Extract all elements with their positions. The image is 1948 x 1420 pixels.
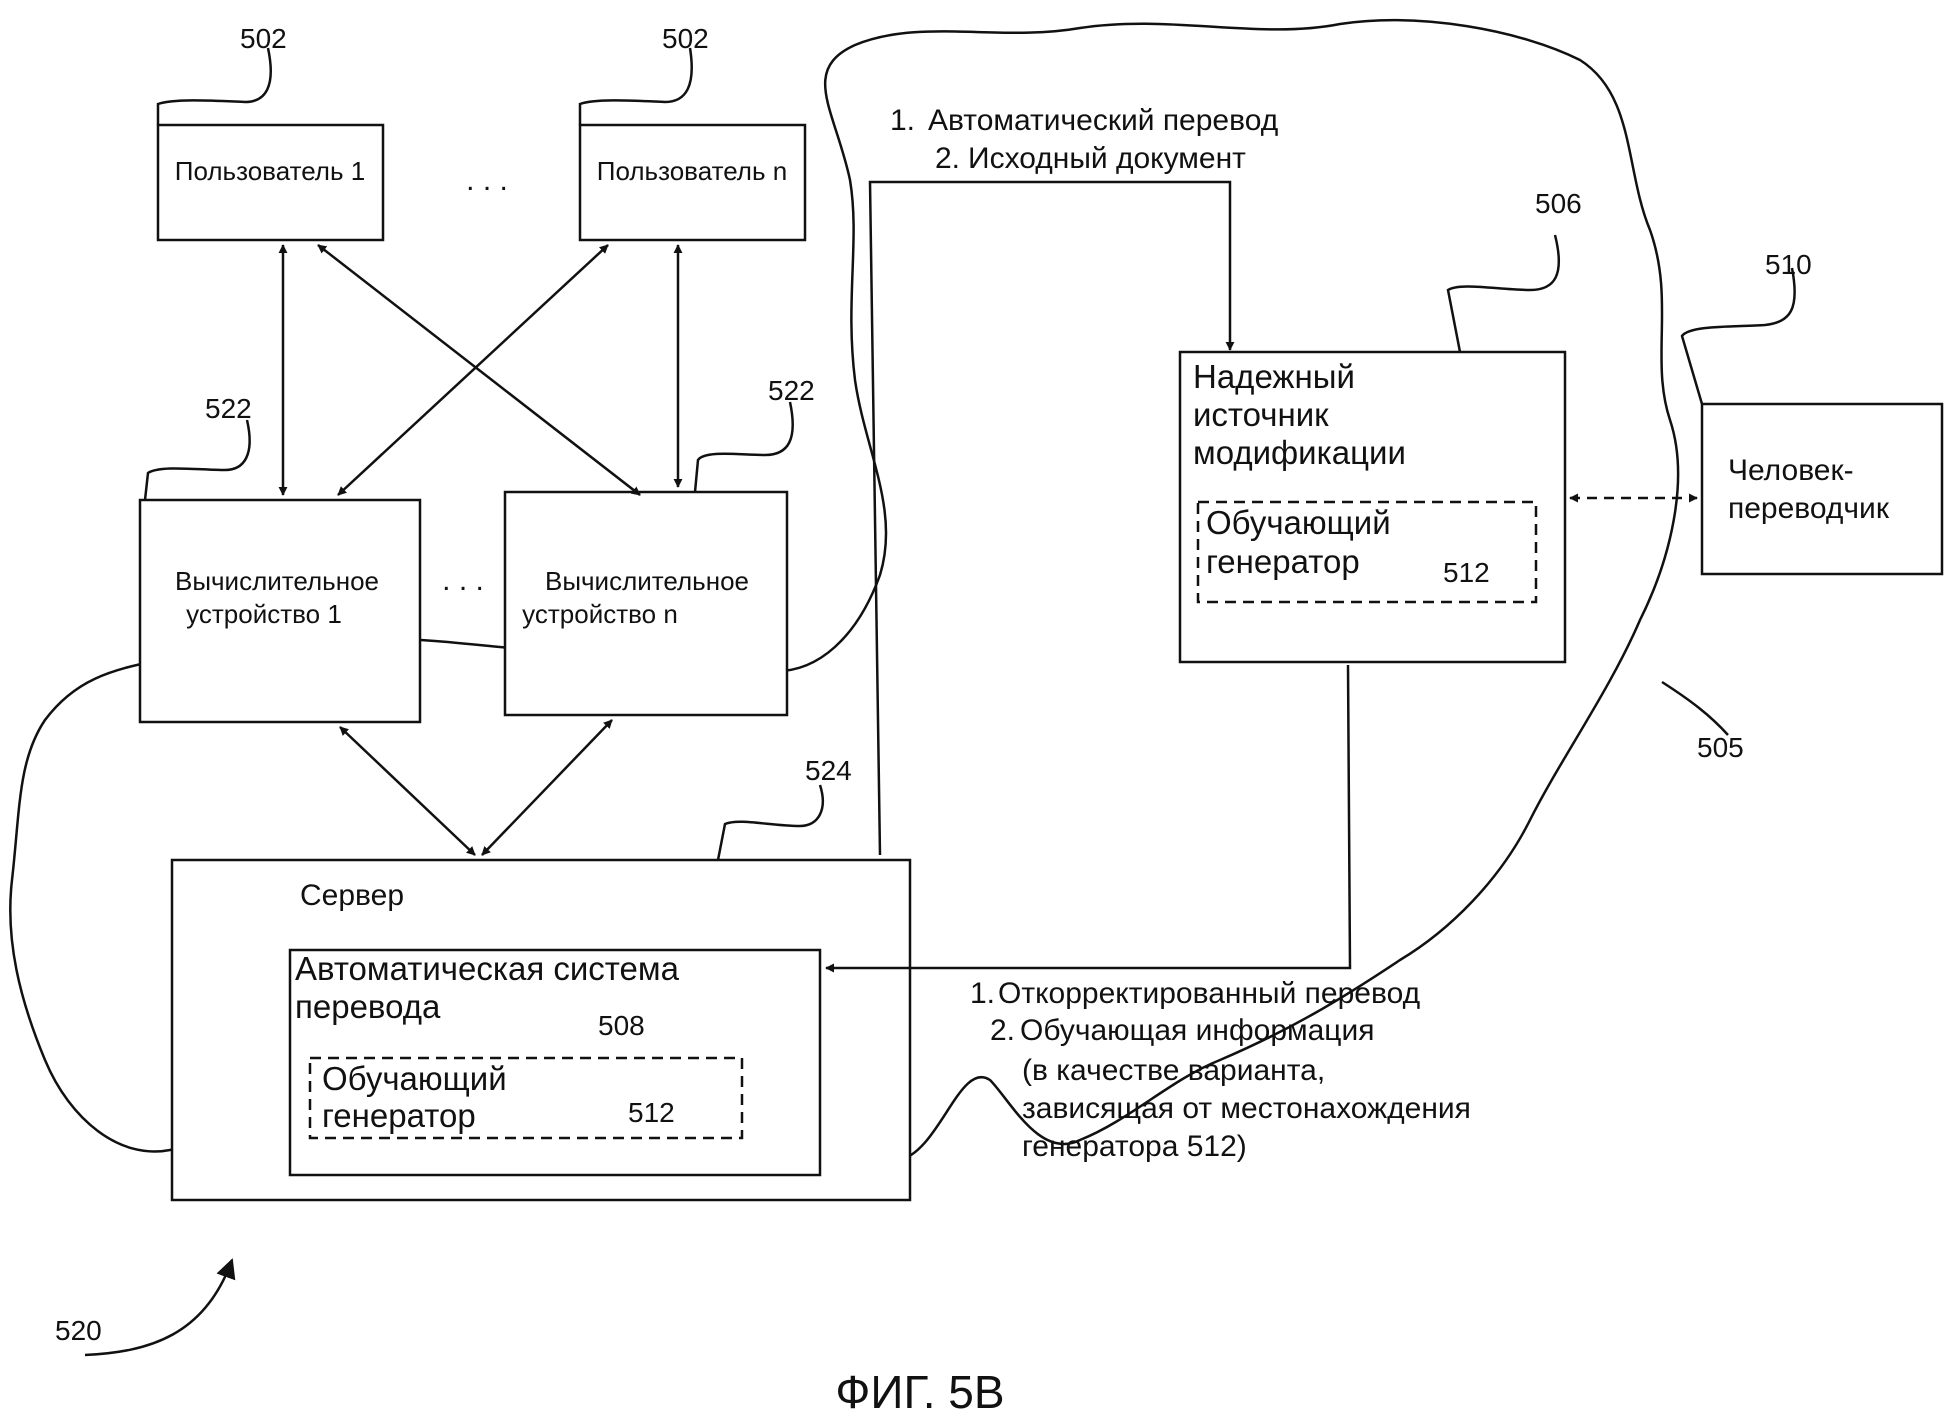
server-generator-box	[308, 1056, 744, 1140]
ref-510-translator: 510	[1765, 249, 1812, 280]
ref-502-usern: 502	[662, 23, 709, 54]
trusted-source-label-line1: Надежный	[1193, 358, 1355, 395]
user-n-box	[578, 123, 807, 242]
server-generator-label-line1: Обучающий	[322, 1060, 507, 1097]
bottom-flow-note-line2: зависящая от местонахождения	[1022, 1092, 1471, 1125]
ref-522-devicen: 522	[768, 375, 815, 406]
leader-524	[716, 784, 825, 861]
arrow-server-to-trusted-source	[868, 180, 1235, 856]
leader-520	[84, 1258, 236, 1357]
trusted-source-box	[1178, 350, 1567, 664]
user-n-label: Пользователь n	[597, 156, 787, 186]
ref-505-cloud: 505	[1697, 732, 1744, 763]
trusted-source-label-line3: модификации	[1193, 434, 1406, 471]
human-translator-box	[1700, 402, 1944, 576]
top-flow-item1-text: Автоматический перевод	[928, 104, 1278, 137]
ref-522-device1: 522	[205, 393, 252, 424]
device-1-label-line1: Вычислительное	[175, 566, 379, 596]
leader-522a	[143, 419, 251, 501]
leader-510	[1680, 267, 1796, 405]
device-1-label-line2: устройство 1	[186, 599, 342, 629]
leader-506	[1446, 234, 1560, 353]
human-translator-label-line2: переводчик	[1728, 492, 1890, 525]
ref-506-trusted-source: 506	[1535, 188, 1582, 219]
bottom-flow-item1-num: 1.	[970, 977, 995, 1010]
device-1-box	[138, 498, 422, 724]
devices-ellipsis: . . .	[442, 564, 484, 597]
trusted-generator-ref: 512	[1443, 557, 1490, 588]
trusted-source-label-line2: источник	[1193, 396, 1329, 433]
leader-505	[1661, 680, 1729, 736]
server-label: Сервер	[300, 879, 404, 912]
human-translator-label-line1: Человек-	[1728, 454, 1854, 487]
arrow-trusted-source-to-mt-system	[825, 664, 1352, 973]
bottom-flow-item2-num: 2.	[990, 1014, 1015, 1047]
figure-caption: ФИГ. 5B	[835, 1366, 1004, 1418]
user-1-box	[156, 123, 385, 242]
trusted-generator-box	[1196, 500, 1538, 604]
trusted-generator-label-line1: Обучающий	[1206, 504, 1391, 541]
arrow-usern-device1	[337, 244, 609, 496]
users-ellipsis: . . .	[466, 164, 508, 197]
arrow-device1-server	[339, 726, 476, 856]
device-n-box	[503, 490, 789, 717]
arrow-user1-devicen	[317, 244, 641, 496]
mt-system-label-line2: перевода	[295, 988, 441, 1025]
top-flow-item2-num: 2.	[935, 142, 960, 175]
top-flow-item1-num: 1.	[890, 104, 915, 137]
ref-524-server: 524	[805, 755, 852, 786]
bottom-flow-item1-text: Откорректированный перевод	[998, 977, 1420, 1010]
bottom-flow-note-line3: генератора 512)	[1022, 1130, 1247, 1163]
bottom-flow-item2-text: Обучающая информация	[1020, 1014, 1375, 1047]
mt-system-ref: 508	[598, 1010, 645, 1041]
ref-502-user1: 502	[240, 23, 287, 54]
leader-522b	[693, 401, 794, 493]
leader-502a	[156, 47, 272, 125]
device-n-label-line2: устройство n	[522, 599, 678, 629]
leader-502b	[578, 47, 693, 125]
server-generator-ref: 512	[628, 1097, 675, 1128]
top-flow-item2-text: Исходный документ	[968, 142, 1246, 175]
user-1-label: Пользователь 1	[175, 156, 365, 186]
server-generator-label-line2: генератор	[322, 1097, 476, 1134]
bottom-flow-note-line1: (в качестве варианта,	[1022, 1054, 1325, 1087]
device-n-label-line1: Вычислительное	[545, 566, 749, 596]
mt-system-label-line1: Автоматическая система	[295, 950, 680, 987]
trusted-generator-label-line2: генератор	[1206, 543, 1360, 580]
ref-520-cloud: 520	[55, 1315, 102, 1346]
arrow-devicen-server	[481, 719, 613, 856]
